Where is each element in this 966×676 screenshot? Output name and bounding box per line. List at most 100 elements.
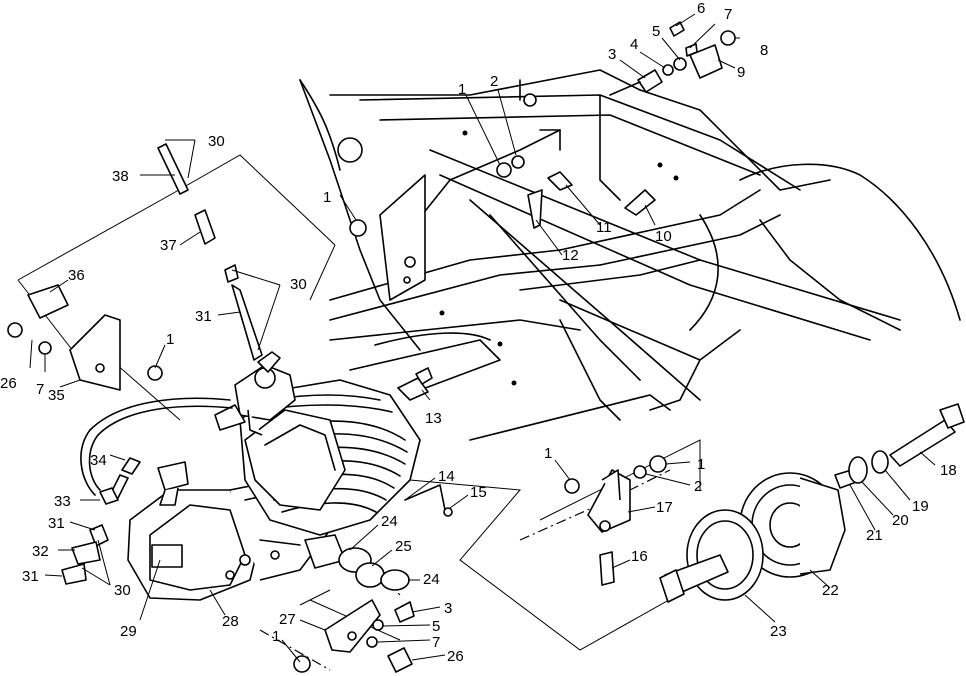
nut-1-left (147, 365, 163, 381)
frame-mount-plate (379, 174, 426, 301)
callout-13: 13 (425, 410, 442, 427)
choke-knob (157, 461, 189, 506)
callout-31: 31 (195, 308, 212, 325)
filter-36 (27, 284, 69, 319)
washer-7-lower (366, 636, 378, 648)
washer-5 (673, 57, 687, 71)
callout-9: 9 (737, 64, 745, 81)
callout-31: 31 (48, 515, 65, 532)
callout-10: 10 (655, 228, 672, 245)
callout-27: 27 (279, 611, 296, 628)
bracket-35 (69, 314, 121, 391)
callout-24: 24 (423, 571, 440, 588)
callout-7: 7 (432, 634, 440, 651)
callout-28: 28 (222, 613, 239, 630)
callout-11: 11 (596, 219, 612, 236)
cable-12 (527, 189, 543, 229)
callout-29: 29 (120, 623, 137, 640)
callout-12: 12 (562, 247, 579, 264)
fitting-31-lower (61, 563, 87, 585)
bolt-18 (889, 419, 956, 467)
callout-5: 5 (432, 618, 440, 635)
callout-1: 1 (458, 81, 466, 98)
washer-2-right (633, 465, 647, 479)
washer-20 (848, 456, 868, 484)
clip-10 (624, 189, 656, 216)
bolt-6 (669, 21, 685, 37)
hardware-parts (7, 21, 965, 673)
washer-2-upper (511, 155, 525, 169)
callout-17: 17 (656, 499, 673, 516)
callout-25: 25 (395, 538, 412, 555)
fitting-33 (99, 487, 119, 505)
callout-2: 2 (694, 478, 702, 495)
bracket-9 (689, 44, 723, 79)
callout-1: 1 (544, 445, 552, 462)
callout-36: 36 (68, 267, 85, 284)
callout-1: 1 (323, 189, 331, 206)
callout-8: 8 (760, 42, 768, 59)
leader-lines (29, 13, 936, 663)
gasket-25 (355, 562, 385, 588)
callout-26: 26 (447, 648, 464, 665)
washer-7-left (38, 341, 52, 355)
nut-1-mid (564, 478, 580, 494)
callout-38: 38 (112, 168, 129, 185)
callout-34: 34 (90, 452, 107, 469)
callout-30: 30 (290, 276, 307, 293)
fuel-lines (80, 143, 263, 499)
callout-33: 33 (54, 493, 71, 510)
callout-3: 3 (608, 46, 616, 63)
washer-19 (871, 450, 889, 474)
callout-6: 6 (697, 0, 705, 17)
callout-15: 15 (470, 484, 487, 501)
callout-20: 20 (892, 512, 909, 529)
fitting-32 (71, 541, 101, 565)
nut-1-upper (496, 162, 512, 178)
nut-1-right (649, 455, 667, 473)
callout-23: 23 (770, 623, 787, 640)
callout-1: 1 (272, 628, 280, 645)
wire-15 (404, 484, 446, 511)
callout-22: 22 (822, 582, 839, 599)
callout-19: 19 (912, 498, 929, 515)
callout-35: 35 (48, 387, 65, 404)
washer-4 (662, 64, 674, 76)
nut-1-frame (349, 219, 367, 237)
callout-16: 16 (631, 548, 648, 565)
bolt-26-lower (387, 647, 413, 673)
callout-32: 32 (32, 543, 49, 560)
filter-37 (194, 209, 216, 245)
callout-24: 24 (381, 513, 398, 530)
engine-label-plate (151, 544, 183, 568)
callout-30: 30 (114, 582, 131, 599)
clamp-24-lower (380, 569, 410, 591)
callout-5: 5 (652, 23, 660, 40)
callout-2: 2 (490, 73, 498, 90)
bolt-26-left (7, 322, 23, 338)
callout-14: 14 (438, 468, 455, 485)
callout-labels: 1 1 1 1 1 1 2 2 3 3 4 5 5 6 7 7 7 8 9 10… (0, 0, 957, 665)
callout-7: 7 (36, 381, 44, 398)
callout-3: 3 (444, 600, 452, 617)
assembly-outline-lines (17, 154, 741, 671)
callout-1: 1 (697, 456, 705, 473)
sensor-13 (397, 377, 429, 401)
callout-21: 21 (866, 527, 883, 544)
callout-30: 30 (208, 133, 225, 150)
callout-31: 31 (22, 568, 39, 585)
spacer-3-lower (394, 601, 415, 623)
engine-assembly (127, 351, 421, 601)
callout-4: 4 (630, 36, 638, 53)
bolt-16 (599, 551, 615, 586)
nut-8 (720, 30, 736, 46)
nut-1-lower (293, 655, 311, 673)
washer-5-lower (372, 619, 384, 631)
callout-7: 7 (724, 6, 732, 23)
chassis-frame (299, 69, 961, 441)
spacer-3 (637, 69, 663, 93)
callout-1: 1 (166, 331, 174, 348)
callout-26: 26 (0, 375, 17, 392)
callout-37: 37 (160, 237, 177, 254)
